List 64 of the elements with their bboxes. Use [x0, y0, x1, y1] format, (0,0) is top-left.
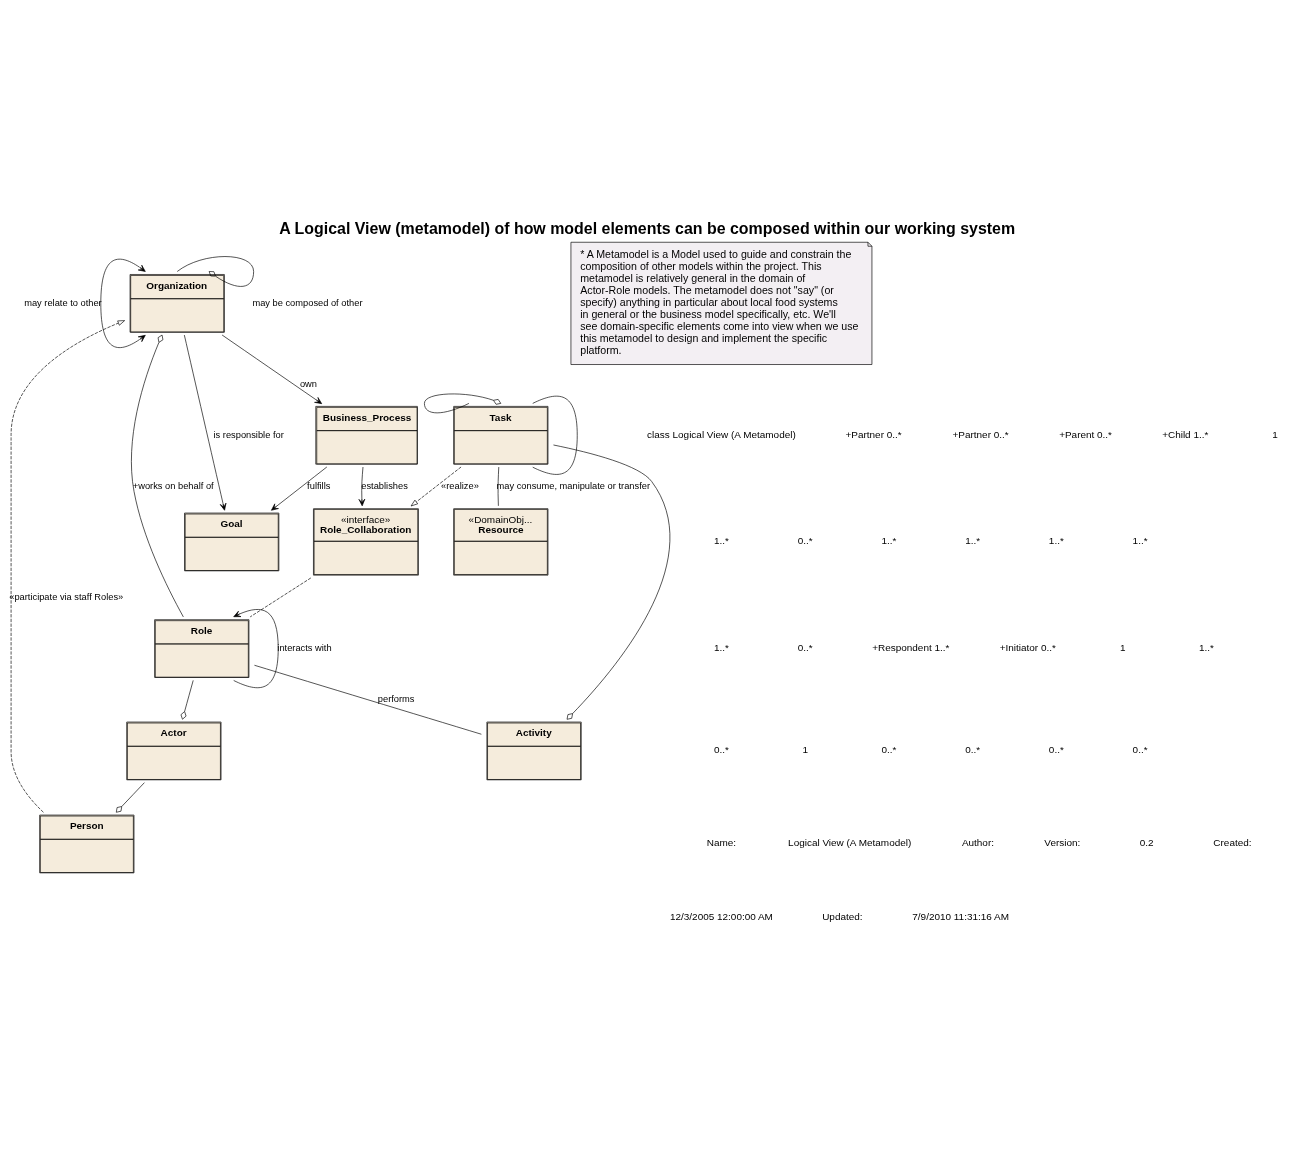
label: 1..*	[881, 535, 897, 547]
label: 0..*	[713, 744, 729, 756]
label: +Respondent 1..*	[872, 641, 950, 653]
label: 0..*	[1048, 744, 1064, 756]
connector	[497, 466, 500, 507]
edge-label: establishes	[361, 480, 408, 491]
edge-label: +works on behalf of	[132, 480, 214, 491]
arrow	[271, 466, 328, 511]
connector	[115, 782, 145, 813]
label: 7/9/2010 11:31:16 AM	[912, 910, 1009, 922]
connector	[254, 664, 482, 735]
connector	[532, 395, 578, 475]
arrow	[100, 258, 146, 348]
label: 1..*	[1132, 535, 1148, 547]
label: 1	[1272, 428, 1278, 440]
connector	[180, 680, 194, 720]
edge-label: may be composed of other	[252, 297, 363, 308]
label: 0.2	[1139, 837, 1154, 849]
arrow	[410, 466, 462, 507]
edge-label: may relate to other	[24, 297, 102, 308]
label: Logical View (A Metamodel)	[788, 837, 912, 849]
edge-label: own	[299, 378, 317, 389]
connector	[176, 256, 254, 287]
label: 0..*	[1132, 744, 1148, 756]
label: 1..*	[713, 641, 729, 653]
label: 1..*	[1048, 535, 1064, 547]
label: +Initiator 0..*	[999, 641, 1056, 653]
label: Author:	[961, 837, 994, 849]
label: Name:	[706, 837, 737, 849]
label: 1..*	[1199, 641, 1214, 653]
edge-label: may consume, manipulate or transfer	[496, 480, 650, 491]
label: class Logical View (A Metamodel)	[647, 428, 796, 440]
connector	[249, 577, 312, 618]
connector	[424, 393, 502, 414]
connector	[131, 334, 184, 618]
label: 1	[802, 744, 808, 756]
label: Updated:	[822, 910, 863, 922]
label: 1	[1120, 641, 1126, 653]
label: +Partner 0..*	[845, 428, 902, 440]
label: 0..*	[965, 744, 981, 756]
edge-label: performs	[377, 694, 415, 705]
edge-label: interacts with	[277, 643, 332, 654]
label: +Partner 0..*	[952, 428, 1009, 440]
label: 12/3/2005 12:00:00 AM	[669, 910, 773, 922]
edge-label: «participate via staff Roles»	[9, 591, 124, 602]
edge-label: «realize»	[441, 480, 479, 491]
arrow	[10, 320, 125, 813]
label: 0..*	[881, 744, 897, 756]
arrow	[184, 334, 227, 511]
arrow	[233, 609, 279, 689]
diagram-title: A Logical View (metamodel) of how model elements can be composed within our working system	[279, 220, 1016, 238]
label: 1..*	[713, 535, 729, 547]
connector	[553, 444, 671, 720]
edge-label: is responsible for	[213, 429, 284, 440]
arrow	[358, 466, 366, 507]
label: +Parent 0..*	[1059, 428, 1113, 440]
label: Version:	[1044, 837, 1081, 849]
label: 0..*	[797, 535, 813, 547]
arrow	[221, 334, 323, 404]
label: 0..*	[797, 641, 813, 653]
label: 1..*	[965, 535, 981, 547]
label: +Child 1..*	[1162, 428, 1209, 440]
edge-label: fulfills	[307, 480, 331, 491]
label: Created:	[1213, 837, 1252, 849]
